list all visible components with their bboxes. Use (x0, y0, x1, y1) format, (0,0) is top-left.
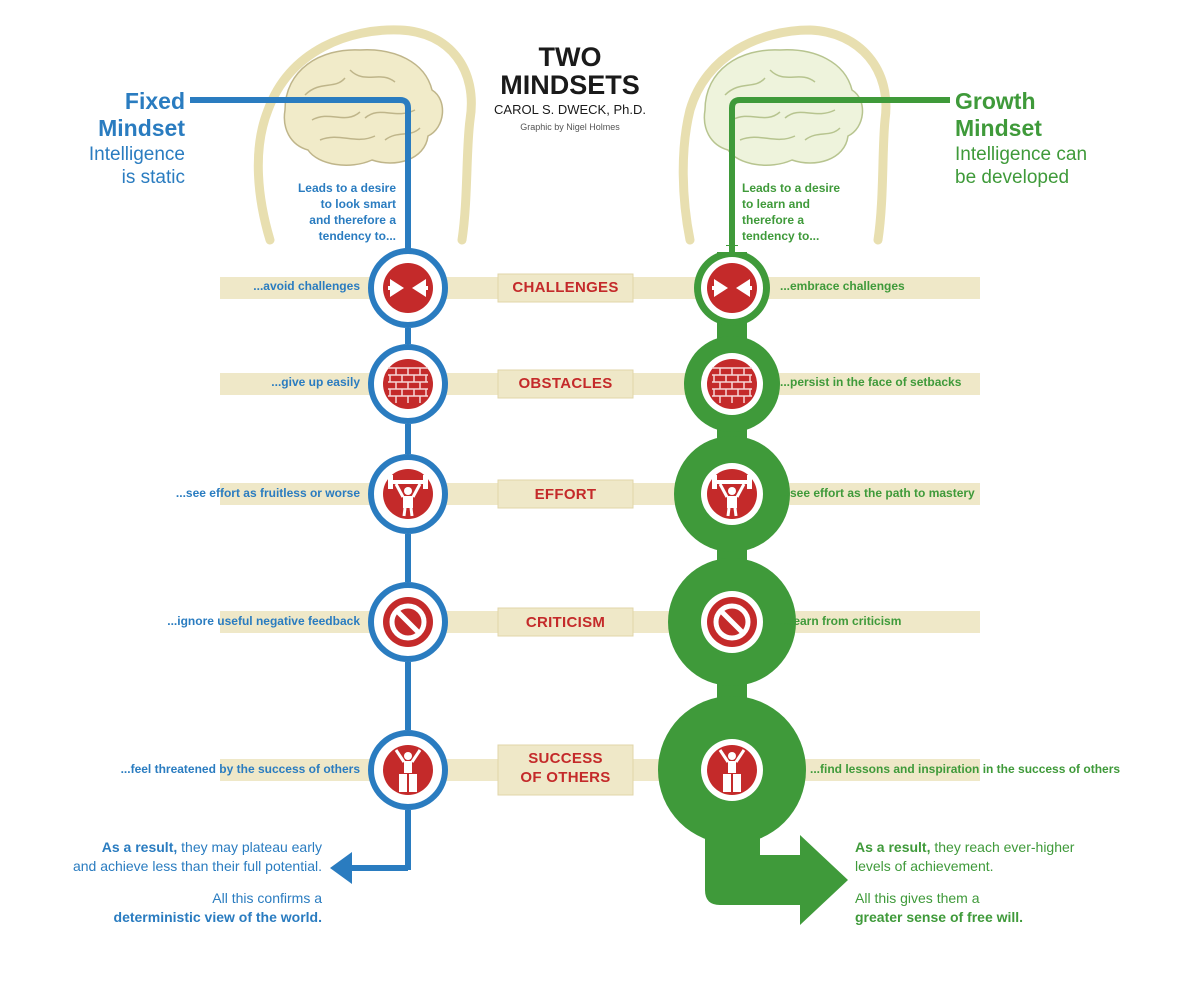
fixed-brain-icon (283, 49, 444, 166)
no-sign-icon (707, 597, 757, 647)
growth-leads-line: therefore a (742, 213, 805, 227)
fixed-conclusion-line-2: deterministic view of the world. (113, 909, 322, 925)
fixed-leads-line: to look smart (320, 197, 396, 211)
growth-result-bold: As a result, (855, 839, 931, 855)
title-line-2: MINDSETS (500, 70, 640, 100)
row-label-plate (497, 744, 634, 796)
growth-row-text: ...embrace challenges (780, 279, 905, 293)
fixed-result-text-2: and achieve less than their full potenti… (72, 858, 322, 874)
growth-brain-icon (703, 49, 864, 166)
growth-leads-line: tendency to... (742, 229, 820, 243)
growth-result-text-2: levels of achievement. (855, 858, 994, 874)
winner-figure-icon (383, 745, 433, 795)
brick-wall-icon (707, 359, 757, 409)
growth-leads-line: to learn and (742, 197, 811, 211)
fixed-row-text: ...ignore useful negative feedback (167, 614, 360, 628)
row-icons (383, 263, 757, 795)
row-label-line-1: SUCCESS (528, 750, 603, 767)
fixed-row-text: ...give up easily (271, 375, 360, 389)
fixed-row-text: ...avoid challenges (253, 279, 360, 293)
fixed-title-2: Mindset (98, 115, 185, 141)
fixed-result-arrow (330, 852, 352, 884)
arrows-clash-icon (383, 263, 433, 313)
growth-result-text-1: they reach ever-higher (930, 839, 1075, 855)
growth-path (729, 97, 950, 250)
weightlifter-icon (707, 469, 757, 519)
growth-conclusion: All this gives them a greater sense of f… (855, 889, 1185, 927)
growth-result-line-1: As a result, they reach ever-higher (855, 838, 1185, 857)
row-label-plate (497, 273, 634, 303)
row-label: CRITICISM (525, 614, 606, 631)
row-label: CHALLENGES (512, 279, 619, 296)
fixed-head-outline (253, 25, 476, 245)
fixed-leads-text: Leads to a desire to look smart and ther… (246, 180, 396, 244)
fixed-result-text-1: they may plateau early (177, 839, 322, 855)
fixed-leads-line: Leads to a desire (297, 181, 396, 195)
row-label: OBSTACLES (518, 375, 613, 392)
row-label-plate (497, 479, 634, 509)
title-line-1: TWO (538, 42, 602, 72)
growth-subtitle-2: be developed (955, 167, 1070, 188)
row-label-plate (497, 607, 634, 637)
brick-wall-icon (383, 359, 433, 409)
growth-conclusion-line-2: greater sense of free will. (855, 909, 1024, 925)
fixed-leads-line: and therefore a (309, 213, 396, 227)
growth-row-text: ...see effort as the path to mastery (780, 486, 975, 500)
winner-figure-icon (707, 745, 757, 795)
growth-leads-text: Leads to a desire to learn and therefore… (742, 180, 892, 244)
growth-row-text: ...find lessons and inspiration in the s… (810, 762, 1121, 776)
growth-title-1: Growth (955, 88, 1036, 114)
row-label: EFFORT (534, 486, 597, 503)
growth-subtitle-1: Intelligence can (955, 144, 1088, 165)
fixed-conclusion: All this confirms a deterministic view o… (0, 889, 322, 927)
row-label-plate (497, 369, 634, 399)
row-label-line-2: OF OTHERS (520, 769, 611, 786)
fixed-subtitle-1: Intelligence (88, 144, 185, 165)
growth-conclusion-line-1: All this gives them a (855, 890, 980, 906)
graphic-credit: Graphic by Nigel Holmes (520, 122, 620, 132)
fixed-subtitle-2: is static (121, 167, 185, 188)
growth-leads-line: Leads to a desire (742, 181, 841, 195)
fixed-result-bold: As a result, (101, 839, 178, 855)
growth-row-text: ...learn from criticism (780, 614, 902, 628)
fixed-row-text: ...see effort as fruitless or worse (175, 486, 360, 500)
row-bands (220, 273, 980, 796)
no-sign-icon (383, 597, 433, 647)
growth-result-arrow (705, 820, 848, 925)
author: CAROL S. DWECK, Ph.D. (494, 102, 646, 117)
weightlifter-icon (383, 469, 433, 519)
fixed-row-text: ...feel threatened by the success of oth… (120, 762, 360, 776)
fixed-title-1: Fixed (124, 88, 185, 114)
growth-head-outline (678, 25, 891, 245)
growth-title-2: Mindset (955, 115, 1042, 141)
growth-result: As a result, they reach ever-higher leve… (855, 838, 1185, 876)
fixed-leads-line: tendency to... (318, 229, 396, 243)
fixed-result: As a result, they may plateau early and … (0, 838, 322, 876)
fixed-result-line-1: As a result, they may plateau early (0, 838, 322, 857)
fixed-conclusion-line-1: All this confirms a (212, 890, 322, 906)
growth-row-text: ...persist in the face of setbacks (780, 375, 962, 389)
arrows-clash-icon (707, 263, 757, 313)
